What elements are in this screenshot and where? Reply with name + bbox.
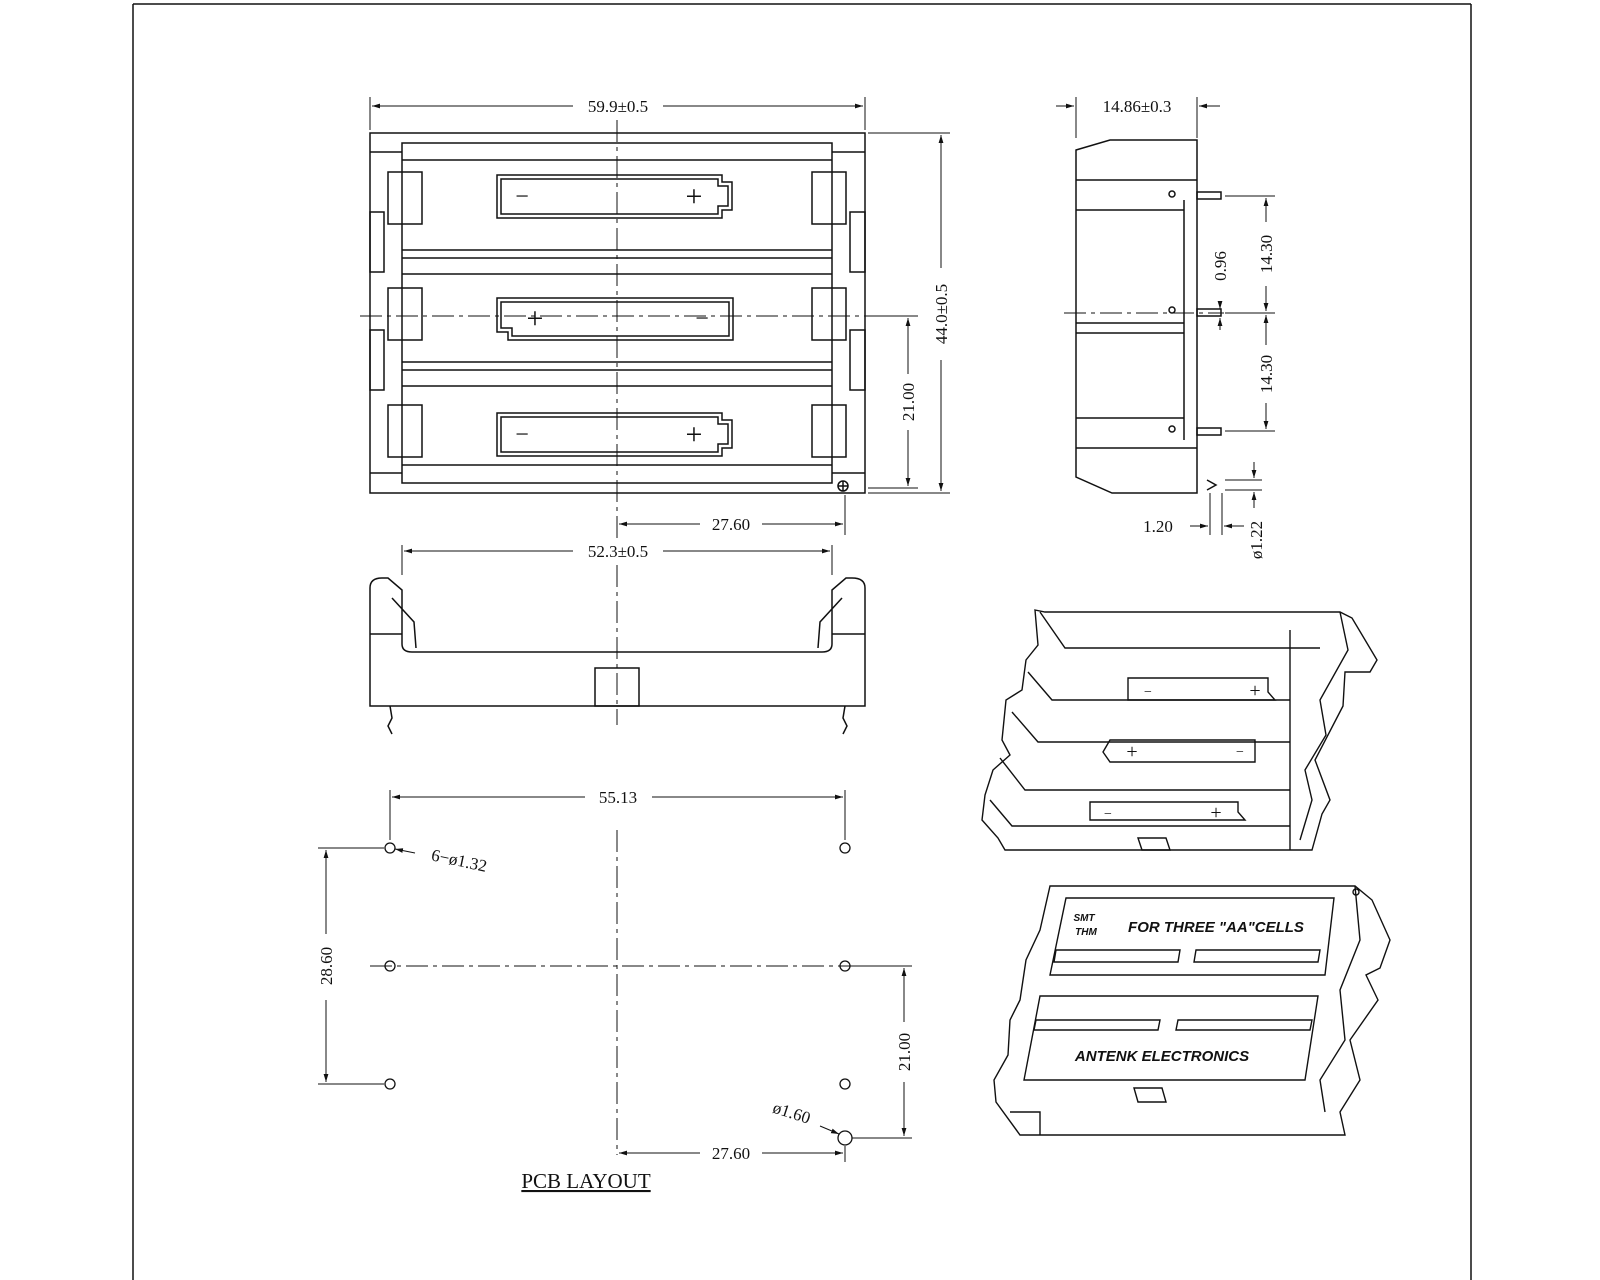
dim-pin-pitch-upper: 14.30 <box>1257 235 1276 273</box>
dim-overall-width: 44.0±0.5 <box>932 284 951 344</box>
dim-pin-length: 1.20 <box>1143 517 1173 536</box>
front-view-dimensions <box>401 545 833 575</box>
polarity-plus-2: + <box>527 302 544 335</box>
iso-view-top <box>981 609 1378 851</box>
iso-smt-label: SMT <box>1073 913 1095 924</box>
iso-polarity-minus-2: − <box>1236 745 1244 760</box>
iso-polarity-plus-2: + <box>1126 741 1137 763</box>
side-view-dimensions <box>1056 97 1275 535</box>
top-view-dimensions <box>369 97 950 535</box>
sheet-border <box>132 3 1472 1280</box>
iso-top-polarity: − + + − − + <box>1104 680 1261 824</box>
dim-pin-offset: 0.96 <box>1211 251 1230 281</box>
polarity-plus-3: + <box>686 418 703 451</box>
dim-inner-length: 52.3±0.5 <box>588 542 648 561</box>
polarity-minus-2: − <box>695 306 709 332</box>
dim-height: 14.86±0.3 <box>1103 97 1172 116</box>
pcb-centerlines <box>370 830 910 1155</box>
dim-pcb-row-pitch: 21.00 <box>895 1033 914 1071</box>
iso-polarity-minus-3: − <box>1104 807 1112 822</box>
dim-pcb-center-to-hole: 27.60 <box>712 1144 750 1163</box>
side-view <box>1075 139 1222 494</box>
top-view-centerlines <box>360 120 900 540</box>
top-view-polarity: − + + − − + <box>515 180 709 451</box>
dim-row-pitch-top: 21.00 <box>899 383 918 421</box>
polarity-minus-3: − <box>515 422 529 448</box>
dim-pcb-holes: 6−ø1.32 <box>430 845 489 875</box>
iso-view-bottom <box>993 885 1391 1136</box>
iso-product-label: FOR THREE "AA"CELLS <box>1128 919 1304 936</box>
dim-overall-length: 59.9±0.5 <box>588 97 648 116</box>
polarity-minus-1: − <box>515 184 529 210</box>
pcb-layout-title: PCB LAYOUT <box>521 1169 651 1193</box>
dim-center-to-end: 27.60 <box>712 515 750 534</box>
polarity-plus-1: + <box>686 180 703 213</box>
iso-polarity-plus-1: + <box>1249 680 1260 702</box>
iso-thm-label: THM <box>1075 927 1097 938</box>
pcb-mount-hole <box>837 1130 853 1146</box>
dim-pcb-row-span: 28.60 <box>317 947 336 985</box>
pcb-hole <box>384 842 396 854</box>
pcb-dimensions <box>318 790 912 1162</box>
dim-pcb-mount-hole: ø1.60 <box>771 1098 813 1128</box>
dim-pcb-hole-span: 55.13 <box>599 788 637 807</box>
dim-pin-pitch-lower: 14.30 <box>1257 355 1276 393</box>
iso-polarity-minus-1: − <box>1144 685 1152 700</box>
pcb-hole <box>839 842 851 854</box>
pcb-hole <box>384 1078 396 1090</box>
iso-brand-label: ANTENK ELECTRONICS <box>1074 1048 1249 1065</box>
front-view <box>369 577 866 735</box>
dim-pin-diameter: ø1.22 <box>1247 521 1266 559</box>
iso-polarity-plus-3: + <box>1210 802 1221 824</box>
pcb-hole <box>839 1078 851 1090</box>
